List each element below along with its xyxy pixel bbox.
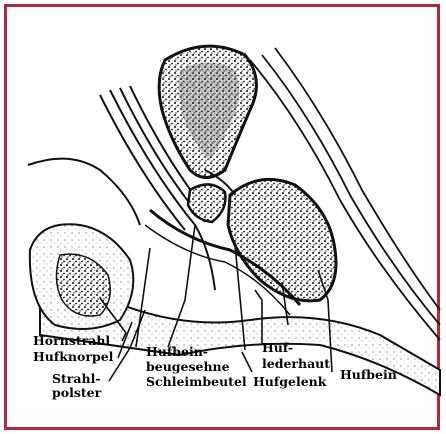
label-hornstrahl: Hornstrahl [33,334,110,348]
label-huflederhaut-1: Huf- [262,341,293,355]
label-huflederhaut-2: lederhaut [262,357,330,371]
label-hufbein: Hufbein [340,368,397,382]
label-hufbeinbeugesehne-1: Hufbein- [146,345,208,359]
navicular-bone [188,184,225,222]
label-hufknorpel: Hufknorpel [33,350,113,364]
skin-outline [28,159,140,225]
label-hufbeinbeugesehne-2: beugesehne [146,360,230,374]
label-strahlpolster-1: Strahl- [52,372,101,386]
label-hufgelenk: Hufgelenk [253,375,326,389]
label-schleimbeutel: Schleimbeutel [146,375,247,389]
label-strahlpolster-2: polster [52,386,101,400]
